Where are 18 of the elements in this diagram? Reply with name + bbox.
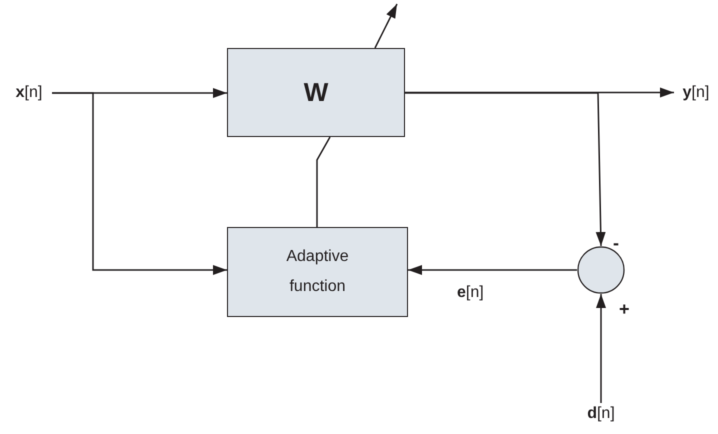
arrow — [596, 294, 606, 403]
process-box — [227, 48, 405, 137]
arrow — [374, 4, 398, 48]
connector-line — [316, 136, 331, 227]
box-label: Adaptive function — [285, 246, 350, 297]
arrow — [52, 92, 227, 275]
signal-label: d[n] — [581, 403, 621, 425]
summing-junction — [577, 246, 625, 294]
signal-label: y[n] — [674, 82, 718, 104]
edge-label: e[n] — [455, 284, 486, 302]
sign-label: - — [613, 234, 619, 252]
box-label: W — [302, 76, 330, 109]
signal-label: x[n] — [6, 82, 52, 104]
arrow — [405, 88, 674, 98]
sign-label: + — [619, 300, 630, 318]
process-box — [227, 227, 408, 317]
arrow — [405, 92, 606, 246]
arrow — [408, 265, 577, 275]
